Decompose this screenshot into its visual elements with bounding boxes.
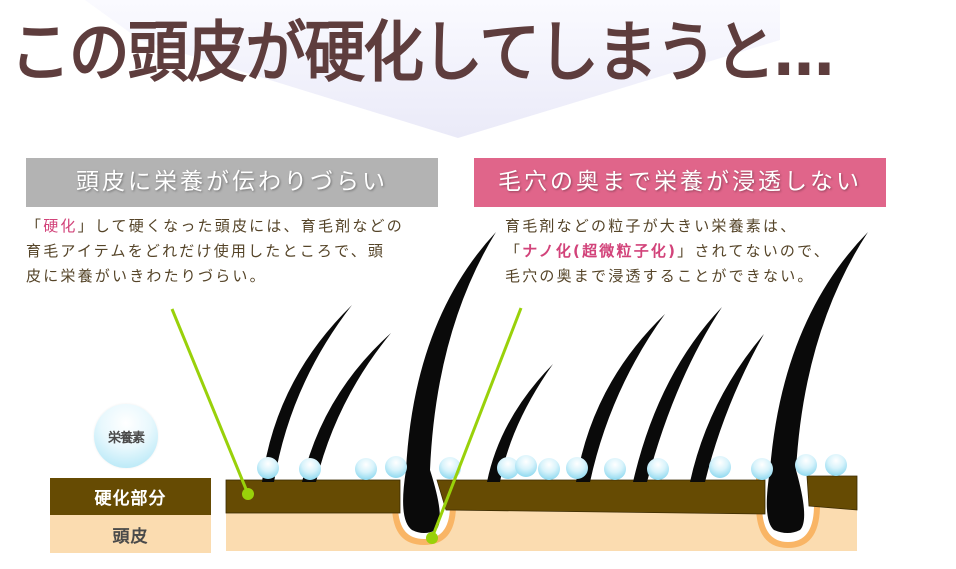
hardened-layer <box>806 475 858 511</box>
background-down-arrow <box>85 0 780 138</box>
legend-hardened-part: 硬化部分 <box>50 478 211 515</box>
hardened-layer <box>436 479 766 515</box>
hair-icon <box>403 232 496 533</box>
hardened-layer <box>225 479 401 514</box>
legend-scalp: 頭皮 <box>50 515 211 553</box>
nutrient-particle-icon <box>257 454 847 480</box>
left-panel-description: 「硬化」して硬くなった頭皮には、育毛剤などの 育毛アイテムをどれだけ使用したとこ… <box>26 217 404 285</box>
pointer-line-icon <box>426 307 523 544</box>
headline: この頭皮が硬化してしまうと… <box>10 14 834 91</box>
right-panel-description: 育毛剤などの粒子が大きい栄養素は、 「ナノ化(超微粒子化)」されてないので、 毛… <box>505 217 831 285</box>
left-panel-title: 頭皮に栄養が伝わりづらい <box>26 158 438 207</box>
legend-nutrient: 栄養素 <box>94 404 158 468</box>
pointer-line-icon <box>170 308 254 500</box>
right-panel-title: 毛穴の奥まで栄養が浸透しない <box>474 158 886 207</box>
hair-icon <box>766 232 868 533</box>
highlight-hardening: 硬化 <box>43 217 78 235</box>
highlight-nano: ナノ化(超微粒子化) <box>522 242 678 260</box>
